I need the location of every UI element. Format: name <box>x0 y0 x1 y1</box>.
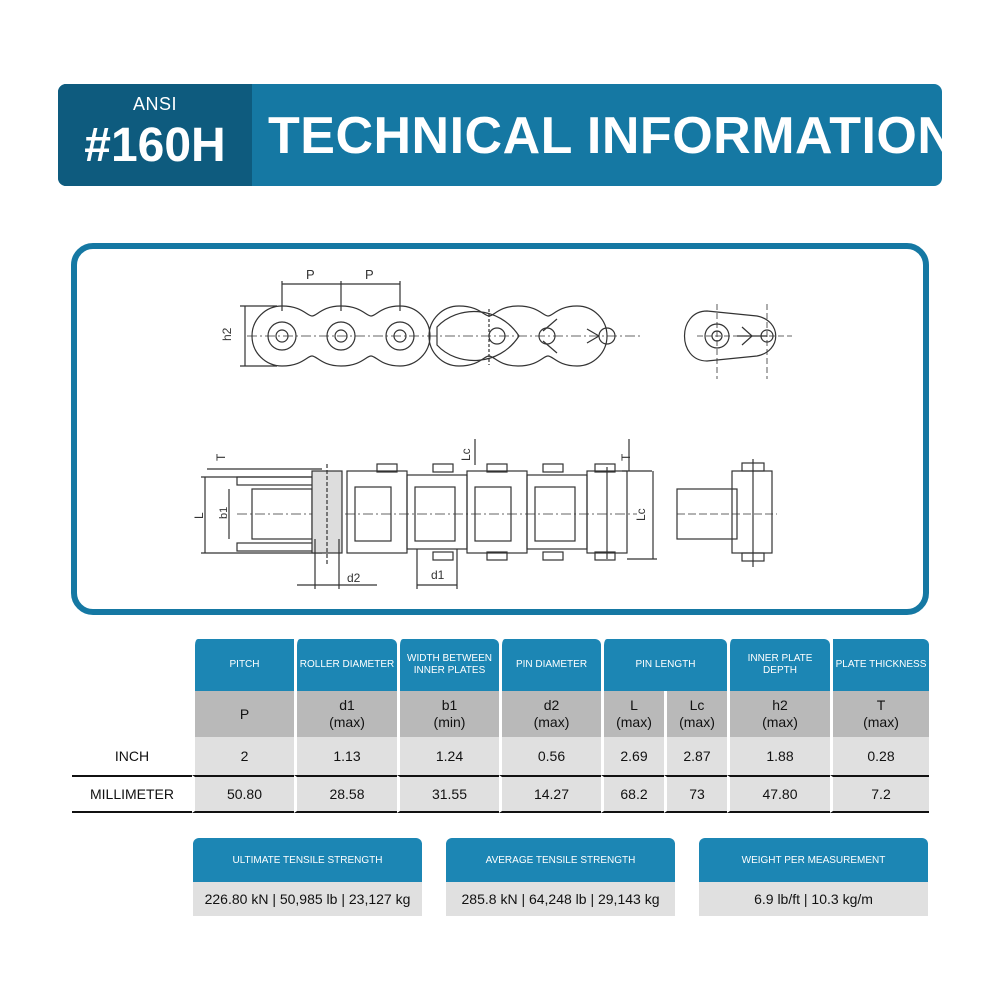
symbol-row: P d1(max) b1(min) d2(max) L(max) Lc(max)… <box>72 691 929 737</box>
table-cell: 1.24 <box>397 737 499 775</box>
table-cell: 50.80 <box>192 775 294 813</box>
symbol-cell: L(max) <box>601 691 664 737</box>
table-row-millimeter: MILLIMETER 50.80 28.58 31.55 14.27 68.2 … <box>72 775 929 813</box>
table-cell: 2.69 <box>601 737 664 775</box>
weight-per-measurement-value: 6.9 lb/ft | 10.3 kg/m <box>699 882 928 916</box>
symbol-cell: Lc(max) <box>664 691 727 737</box>
symbol-cell: b1(min) <box>397 691 499 737</box>
header-banner: ANSI #160H TECHNICAL INFORMATION <box>58 84 942 186</box>
model-block: ANSI #160H <box>58 84 252 186</box>
page-title: TECHNICAL INFORMATION <box>268 107 942 165</box>
col-header-inner-plate-depth: INNER PLATE DEPTH <box>727 639 830 691</box>
chain-drawing-panel: P P h2 <box>71 243 929 615</box>
symbol-cell: d2(max) <box>499 691 601 737</box>
col-header-pitch: PITCH <box>192 639 294 691</box>
lc-label-top: Lc <box>459 448 473 461</box>
model-number: #160H <box>84 119 226 172</box>
table-cell: 7.2 <box>830 775 929 813</box>
l-label: L <box>192 512 206 519</box>
average-tensile-strength-value: 285.8 kN | 64,248 lb | 29,143 kg <box>446 882 675 916</box>
d2-label: d2 <box>347 571 361 585</box>
table-cell: 1.13 <box>294 737 397 775</box>
pitch-label-1: P <box>306 267 315 282</box>
standard-label: ANSI <box>132 94 177 114</box>
table-header-row: PITCH ROLLER DIAMETER WIDTH BETWEEN INNE… <box>72 639 929 691</box>
table-row-inch: INCH 2 1.13 1.24 0.56 2.69 2.87 1.88 0.2… <box>72 737 929 775</box>
average-tensile-strength-box: AVERAGE TENSILE STRENGTH 285.8 kN | 64,2… <box>446 838 675 916</box>
col-header-pin-length: PIN LENGTH <box>601 639 727 691</box>
table-cell: 2.87 <box>664 737 727 775</box>
roller-chain-drawing: P P h2 <box>192 267 792 589</box>
ultimate-tensile-strength-value: 226.80 kN | 50,985 lb | 23,127 kg <box>193 882 422 916</box>
symbol-cell: P <box>192 691 294 737</box>
average-tensile-strength-label: AVERAGE TENSILE STRENGTH <box>446 838 675 882</box>
col-header-width-between-inner-plates: WIDTH BETWEEN INNER PLATES <box>397 639 499 691</box>
d1-label: d1 <box>431 568 445 582</box>
t-label-right: T <box>619 453 633 461</box>
lc-label-right: Lc <box>634 508 648 521</box>
table-cell: 0.28 <box>830 737 929 775</box>
b1-label: b1 <box>218 507 230 519</box>
table-cell: 0.56 <box>499 737 601 775</box>
row-label-millimeter: MILLIMETER <box>72 775 192 813</box>
ultimate-tensile-strength-box: ULTIMATE TENSILE STRENGTH 226.80 kN | 50… <box>193 838 422 916</box>
table-cell: 68.2 <box>601 775 664 813</box>
chain-plan-view: T L b1 <box>192 439 777 589</box>
table-corner <box>72 639 192 691</box>
chain-side-view: P P h2 <box>220 267 792 379</box>
table-cell: 1.88 <box>727 737 830 775</box>
row-label-inch: INCH <box>114 748 150 764</box>
table-cell: 47.80 <box>727 775 830 813</box>
table-cell: 73 <box>664 775 727 813</box>
ultimate-tensile-strength-label: ULTIMATE TENSILE STRENGTH <box>193 838 422 882</box>
weight-per-measurement-label: WEIGHT PER MEASUREMENT <box>699 838 928 882</box>
h2-label: h2 <box>220 327 234 341</box>
table-cell: 31.55 <box>397 775 499 813</box>
table-cell: 14.27 <box>499 775 601 813</box>
col-header-plate-thickness: PLATE THICKNESS <box>830 639 929 691</box>
col-header-pin-diameter: PIN DIAMETER <box>499 639 601 691</box>
table-cell: 2 <box>192 737 294 775</box>
weight-per-measurement-box: WEIGHT PER MEASUREMENT 6.9 lb/ft | 10.3 … <box>699 838 928 916</box>
chain-spec-table: PITCH ROLLER DIAMETER WIDTH BETWEEN INNE… <box>72 639 929 813</box>
table-cell: 28.58 <box>294 775 397 813</box>
t-label-left: T <box>214 453 228 461</box>
symbol-cell: d1(max) <box>294 691 397 737</box>
symbol-cell: h2(max) <box>727 691 830 737</box>
pitch-label-2: P <box>365 267 374 282</box>
col-header-roller-diameter: ROLLER DIAMETER <box>294 639 397 691</box>
symbol-cell: T(max) <box>830 691 929 737</box>
